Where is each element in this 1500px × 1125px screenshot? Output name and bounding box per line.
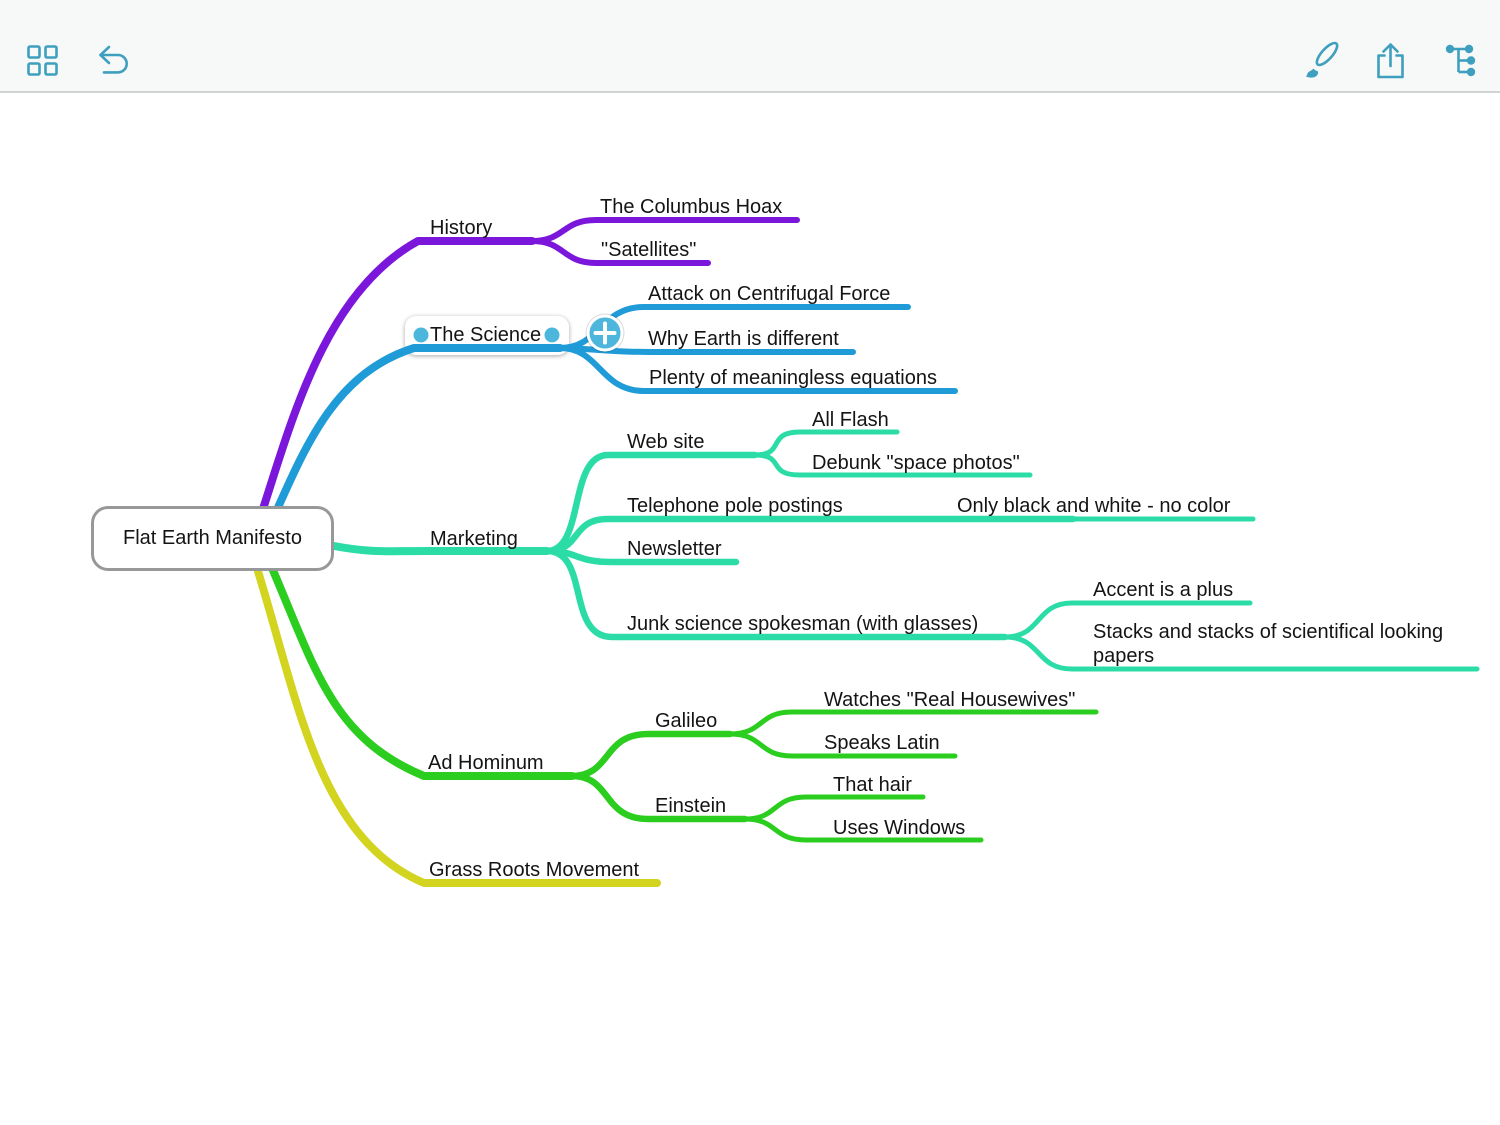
branch-galileo-line (568, 730, 734, 780)
node-galileo[interactable]: Galileo (655, 710, 718, 732)
node-history[interactable]: History (430, 217, 493, 239)
node-newsletter[interactable]: Newsletter (627, 538, 722, 560)
node-satellites[interactable]: "Satellites" (601, 239, 697, 261)
branch-grass-roots-line (253, 564, 661, 887)
node-all-flash[interactable]: All Flash (812, 409, 889, 431)
undo-icon (99, 45, 128, 74)
node-accent-is-a-plus[interactable]: Accent is a plus (1093, 579, 1234, 601)
node-grass-roots-movement[interactable]: Grass Roots Movement (429, 859, 640, 881)
paintbrush-icon (1306, 41, 1339, 78)
node-columbus-hoax[interactable]: The Columbus Hoax (600, 196, 783, 218)
node-watches-housewives[interactable]: Watches "Real Housewives" (824, 689, 1076, 711)
share-icon (1377, 43, 1404, 79)
outline-view-button[interactable] (1445, 44, 1478, 77)
branch-einstein-line (568, 772, 749, 823)
root-node[interactable]: Flat Earth Manifesto (91, 506, 334, 571)
branch-uses-windows-line (742, 816, 984, 843)
node-junk-science-spokesman[interactable]: Junk science spokesman (with glasses) (627, 613, 979, 635)
node-the-science[interactable]: The Science (430, 324, 542, 346)
branch-that-hair-line (742, 794, 926, 822)
branch-junk-science-line (543, 547, 1009, 641)
grid-icon (27, 45, 58, 76)
node-only-black-and-white[interactable]: Only black and white - no color (957, 495, 1231, 517)
branch-history-line (258, 237, 536, 516)
branch-telephone-line (543, 515, 1077, 555)
branch-debunk-line (752, 452, 1033, 478)
toolbar (0, 0, 1500, 93)
node-telephone-pole-postings[interactable]: Telephone pole postings (627, 495, 843, 517)
node-einstein[interactable]: Einstein (655, 795, 727, 817)
branch-satellites-line (529, 238, 711, 266)
node-web-site[interactable]: Web site (627, 431, 705, 453)
node-why-earth-different[interactable]: Why Earth is different (648, 328, 839, 350)
share-button[interactable] (1374, 42, 1407, 80)
selection-handle-left[interactable] (413, 327, 429, 343)
node-stacks-of-papers[interactable]: Stacks and stacks of scientifical lookin… (1093, 621, 1444, 667)
node-speaks-latin[interactable]: Speaks Latin (824, 732, 940, 754)
node-debunk-space-photos[interactable]: Debunk "space photos" (812, 452, 1020, 474)
branch-marketing-line (330, 542, 551, 556)
node-ad-hominum[interactable]: Ad Hominum (428, 752, 544, 774)
hierarchy-icon (1445, 44, 1476, 77)
plus-icon (593, 321, 617, 345)
branch-stacks-line (1002, 634, 1480, 672)
branch-speaks-latin-line (727, 731, 958, 759)
branch-science-line (272, 344, 564, 516)
branch-accent-line (1002, 600, 1253, 640)
add-child-button[interactable] (585, 313, 625, 353)
branch-columbus-hoax-line (529, 217, 800, 244)
node-marketing[interactable]: Marketing (430, 528, 518, 550)
undo-button[interactable] (97, 45, 131, 75)
node-centrifugal-force[interactable]: Attack on Centrifugal Force (648, 283, 891, 305)
node-that-hair[interactable]: That hair (833, 774, 912, 796)
grid-menu-button[interactable] (27, 45, 58, 76)
node-uses-windows[interactable]: Uses Windows (833, 817, 966, 839)
branch-housewives-line (727, 709, 1099, 737)
style-brush-button[interactable] (1302, 40, 1342, 82)
branch-equations-line (557, 345, 958, 394)
branch-ad-hominum-line (268, 564, 576, 780)
selection-handle-right[interactable] (544, 327, 560, 343)
node-meaningless-equations[interactable]: Plenty of meaningless equations (649, 367, 937, 389)
